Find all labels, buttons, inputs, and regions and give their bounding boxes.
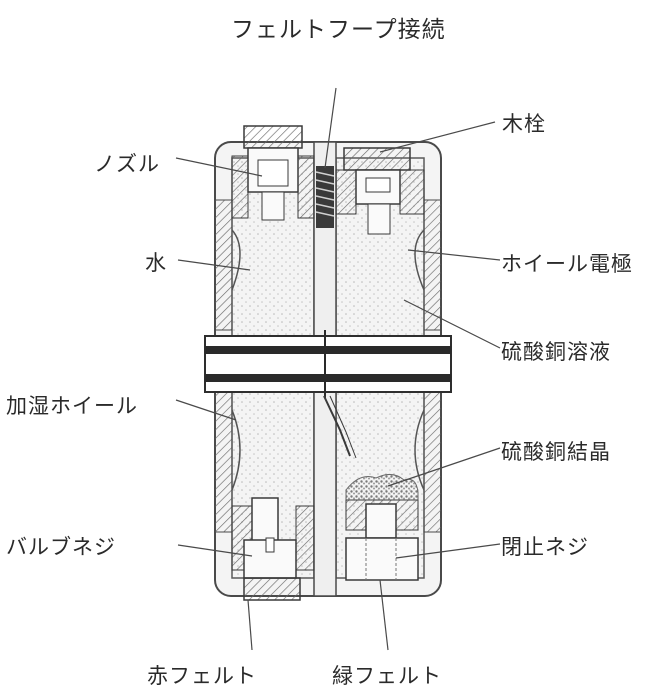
label-copper-sulfate-solution: 硫酸銅溶液: [501, 340, 611, 364]
felt-hoop-connection: [315, 166, 335, 228]
crystal-mass: [345, 474, 419, 501]
label-wooden-plug: 木栓: [502, 112, 546, 136]
nozzle-part: [231, 125, 315, 221]
label-green-felt: 緑フェルト: [332, 664, 442, 688]
valve-screw-part: [231, 497, 315, 601]
leader-lines: [175, 87, 501, 651]
wooden-plug-part: [335, 147, 425, 235]
label-water: 水: [145, 251, 167, 275]
label-copper-sulfate-crystal: 硫酸銅結晶: [501, 440, 611, 464]
label-humidifier-wheel: 加湿ホイール: [6, 394, 138, 418]
closing-screw-part: [345, 499, 419, 581]
axle-band: [204, 335, 452, 393]
label-red-felt: 赤フェルト: [147, 664, 257, 688]
label-valve-screw: バルブネジ: [6, 535, 116, 559]
label-closing-screw: 閉止ネジ: [501, 535, 589, 559]
label-nozzle: ノズル: [94, 152, 160, 176]
label-wheel-electrode: ホイール電極: [501, 252, 633, 276]
title-felt-hoop-connection: フェルトフープ接続: [231, 17, 446, 43]
